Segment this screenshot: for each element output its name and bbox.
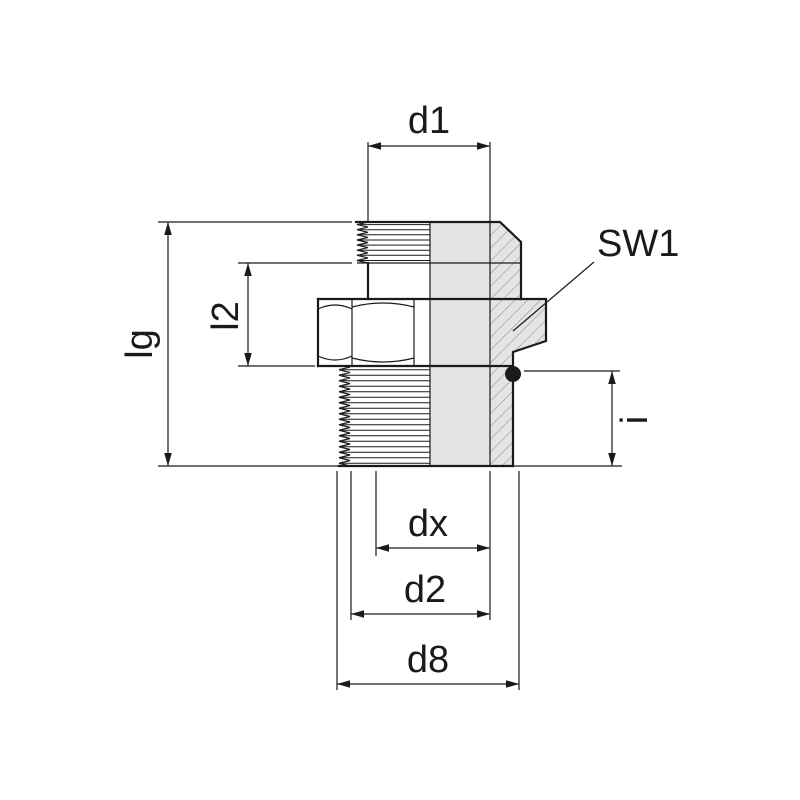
dim-i-extension-lines xyxy=(513,370,622,467)
callout-sw1: SW1 xyxy=(512,223,679,332)
top-face-and-chamfer xyxy=(354,220,523,301)
dim-l2-extension-lines xyxy=(238,262,352,367)
dim-label-dx: dx xyxy=(408,503,448,545)
dim-lg-extension-lines xyxy=(158,221,352,467)
dim-label-sw1: SW1 xyxy=(597,223,679,265)
body-section-fill xyxy=(430,222,490,466)
dim-label-lg: lg xyxy=(119,329,161,359)
dim-label-i: i xyxy=(614,416,656,424)
bottom-thread-crests xyxy=(342,369,430,464)
body-outline xyxy=(316,220,548,468)
sw1-leader-line xyxy=(512,261,595,332)
dim-label-d8: d8 xyxy=(407,639,449,681)
collar-outline xyxy=(316,297,548,468)
dim-label-l2: l2 xyxy=(205,301,247,331)
dim-d2: d2 xyxy=(350,471,490,620)
top-thread-profile xyxy=(356,221,369,264)
hex-chamfer-arcs xyxy=(317,302,415,363)
section-hatch xyxy=(490,222,546,466)
dim-i: i xyxy=(513,370,656,467)
dim-d8: d8 xyxy=(336,471,520,690)
section-boundaries xyxy=(429,222,491,466)
dim-label-d2: d2 xyxy=(404,569,446,611)
bottom-thread xyxy=(338,366,430,467)
dim-dx: dx xyxy=(375,471,491,620)
dim-d1: d1 xyxy=(367,100,491,222)
dim-d8-extension-lines xyxy=(336,471,520,690)
dim-dx-extension-lines xyxy=(375,471,491,620)
dim-label-d1: d1 xyxy=(408,100,450,142)
top-thread-crests xyxy=(360,224,430,261)
o-ring-dot xyxy=(505,366,521,382)
hex-facet-lines xyxy=(351,299,415,366)
dim-d1-extension-lines xyxy=(367,142,491,222)
dim-lg: lg xyxy=(119,221,352,467)
bottom-thread-profile xyxy=(338,366,351,467)
top-thread xyxy=(356,221,430,264)
dim-l2: l2 xyxy=(205,262,352,367)
